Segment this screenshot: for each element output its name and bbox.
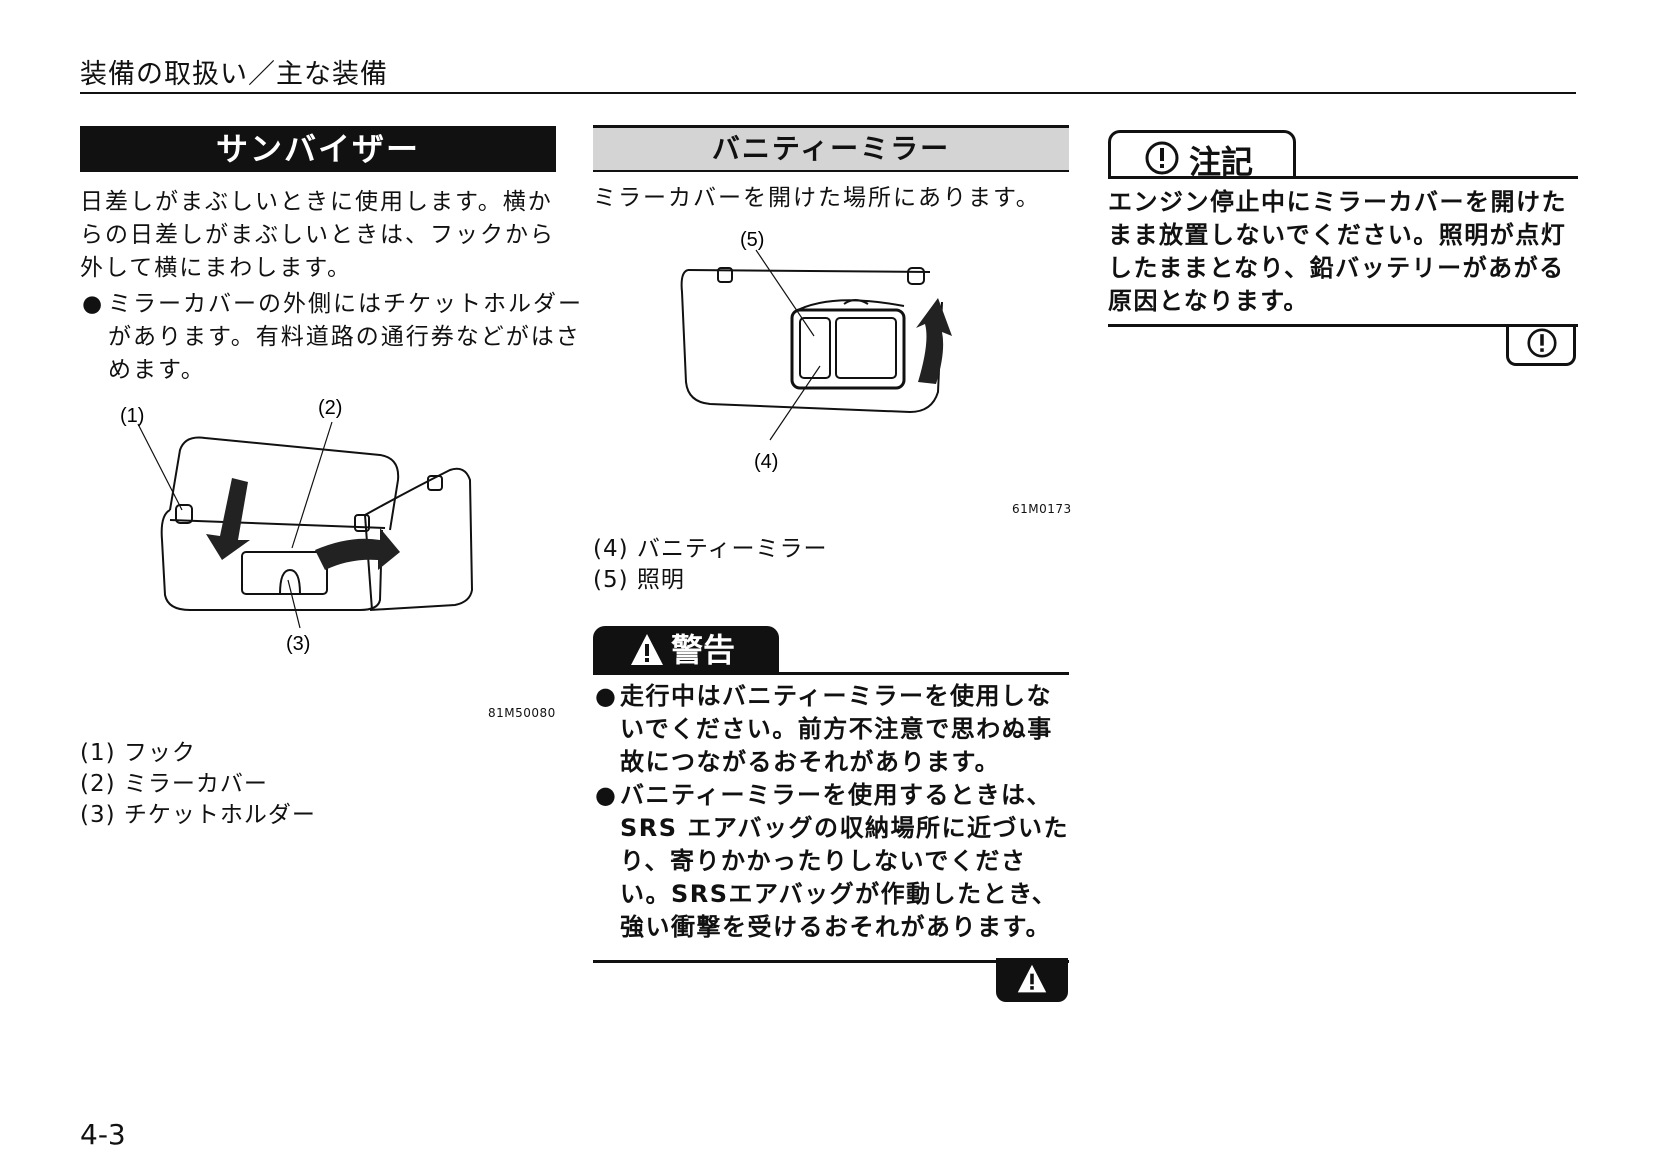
bullet-icon: ● [595, 781, 618, 809]
warning-label-text: 警告 [671, 631, 736, 669]
bullet-icon: ● [82, 291, 105, 317]
warning-body: ● 走行中はバニティーミラーを使用しないでください。前方不注意で思わぬ事故につな… [593, 680, 1073, 944]
sunvisor-figure-code: 81M50080 [488, 706, 556, 720]
exclamation-circle-icon [1145, 141, 1179, 175]
header-divider [80, 92, 1576, 94]
page-number: 4-3 [80, 1118, 126, 1151]
sunvisor-illustration: (1) (2) (3) [120, 397, 474, 655]
callout-2: (2) [318, 397, 342, 419]
callout-1: (1) [120, 405, 144, 427]
warning-bullet: ● バニティーミラーを使用するときは、SRS エアバッグの収納場所に近づいたり、… [593, 779, 1073, 944]
vanity-mirror-figure-code: 61M0173 [1012, 502, 1072, 516]
warning-top-rule [593, 672, 1069, 675]
caption-mirror-cover: (2) ミラーカバー [80, 771, 268, 797]
vanity-mirror-body: ミラーカバーを開けた場所にあります。 [593, 185, 1041, 211]
sunvisor-bullet: ● ミラーカバーの外側にはチケットホルダーがあります。有料道路の通行券などがはさ… [80, 288, 588, 387]
caption-hook: (1) フック [80, 740, 196, 766]
callout-4: (4) [754, 451, 778, 473]
bullet-icon: ● [595, 682, 618, 710]
warning-triangle-icon [631, 634, 663, 665]
sunvisor-figure: (1) (2) (3) [110, 397, 520, 690]
note-label: 注記 [1108, 130, 1296, 181]
sunvisor-bullet-text: ミラーカバーの外側にはチケットホルダーがあります。有料道路の通行券などがはさめま… [108, 291, 583, 383]
caption-ticket-holder: (3) チケットホルダー [80, 802, 316, 828]
sunvisor-body: 日差しがまぶしいときに使用します。横からの日差しがまぶしいときは、フックから外し… [80, 189, 555, 281]
note-body: エンジン停止中にミラーカバーを開けたまま放置しないでください。照明が点灯したまま… [1108, 188, 1567, 315]
exclamation-circle-icon [1527, 328, 1557, 358]
caption-light: (5) 照明 [593, 567, 685, 593]
page-title: 装備の取扱い／主な装備 [80, 59, 388, 90]
vanity-mirror-title: バニティーミラー [593, 125, 1069, 172]
note-top-rule [1108, 176, 1578, 179]
warning-bullet-text: バニティーミラーを使用するときは、SRS エアバッグの収納場所に近づいたり、寄り… [620, 781, 1069, 941]
warning-bullet: ● 走行中はバニティーミラーを使用しないでください。前方不注意で思わぬ事故につな… [593, 680, 1073, 779]
vanity-mirror-figure: (5) (4) [670, 229, 1010, 492]
warning-bottom-rule [593, 960, 1069, 963]
callout-3: (3) [286, 633, 310, 655]
callout-5: (5) [740, 229, 764, 251]
warning-label: 警告 [593, 626, 779, 674]
caption-vanity-mirror: (4) バニティーミラー [593, 536, 828, 562]
warning-bullet-text: 走行中はバニティーミラーを使用しないでください。前方不注意で思わぬ事故につながる… [620, 682, 1053, 776]
vanity-mirror-illustration: (5) (4) [680, 229, 952, 473]
note-end-marker [1506, 324, 1576, 366]
warning-end-marker [996, 958, 1068, 1002]
warning-triangle-icon [1017, 964, 1047, 993]
note-label-text: 注記 [1189, 143, 1254, 181]
sunvisor-title: サンバイザー [80, 126, 556, 172]
note-bottom-rule [1108, 324, 1578, 327]
